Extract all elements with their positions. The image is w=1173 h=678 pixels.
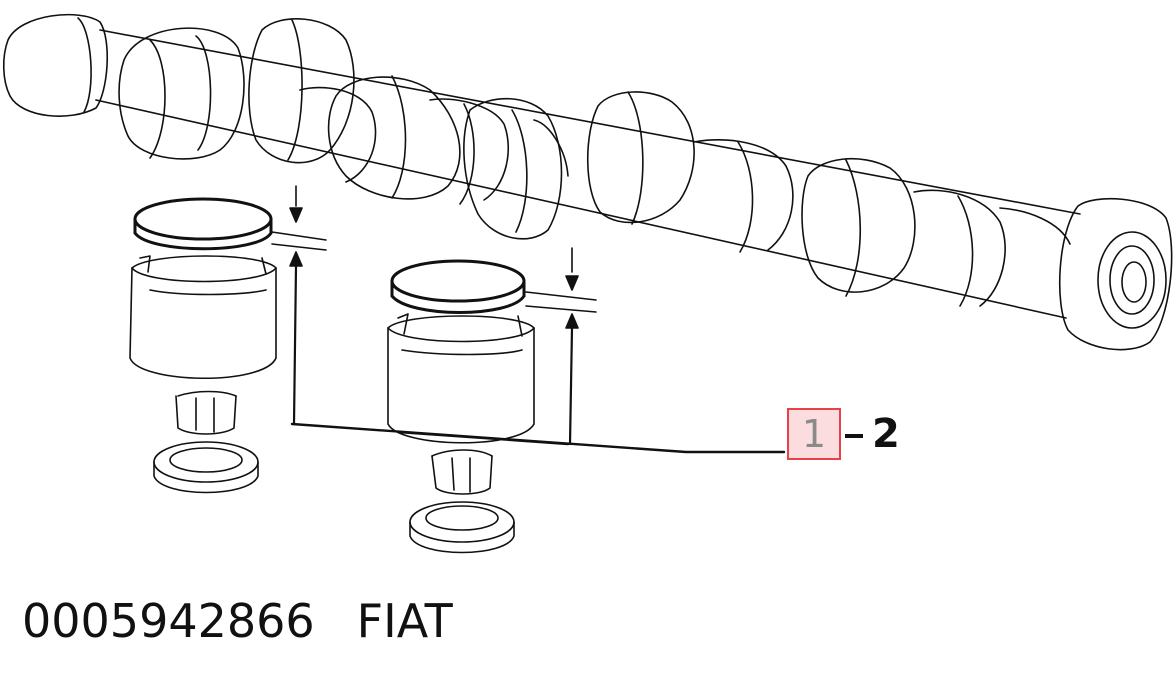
spring-seat-right — [409, 501, 515, 554]
callout-dash — [845, 434, 863, 438]
part-callout-box[interactable]: 1 — [787, 408, 841, 460]
tappet-assembly-right — [387, 247, 597, 554]
spring-seat-left — [153, 441, 259, 494]
tappet-assembly-left — [129, 185, 327, 494]
part-number: 0005942866 — [22, 594, 315, 648]
brand-name: FIAT — [356, 594, 453, 648]
bucket-tappet-left — [129, 255, 277, 380]
leader-lines — [290, 422, 786, 454]
camshaft — [2, 13, 1173, 351]
part-callout-ref: 1 — [801, 412, 827, 456]
shim-right — [390, 259, 526, 314]
part-footer: 0005942866 FIAT — [22, 594, 453, 649]
bucket-tappet-right — [387, 313, 535, 444]
part-callout-quantity: 2 — [872, 411, 900, 457]
shim-left — [133, 197, 273, 251]
